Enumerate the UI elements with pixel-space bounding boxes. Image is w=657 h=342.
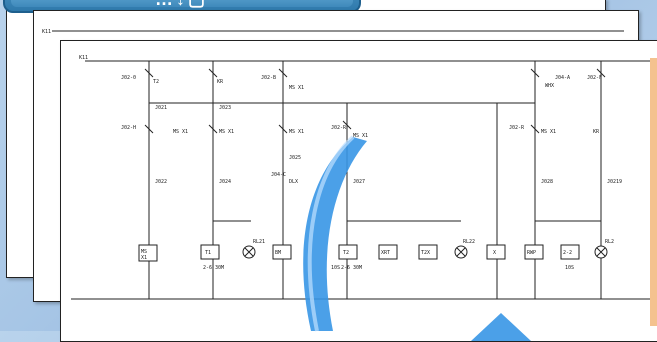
schematic-sheet-front[interactable]: K11 J02-0 T2 KR J02-B MS X1 J04-A WHX J0… [60,40,657,342]
svg-text:MS X1: MS X1 [289,129,304,135]
svg-text:2-2: 2-2 [563,250,572,256]
svg-text:J02-0: J02-0 [121,75,136,81]
svg-text:J023: J023 [219,105,231,111]
header-label: K11 [42,29,51,35]
svg-text:X: X [493,250,496,256]
component-row: MS X1 T1 2-6 30M RL21 BM 10S T2 2-6 30M … [138,239,614,271]
svg-text:BM: BM [275,250,281,256]
svg-text:J02-B: J02-B [261,75,276,81]
svg-text:T2: T2 [343,250,349,256]
svg-text:J02-F: J02-F [587,75,602,81]
svg-text:RL22: RL22 [463,239,475,245]
svg-text:J02-R: J02-R [509,125,525,131]
svg-text:2-6 30M: 2-6 30M [341,265,362,271]
svg-text:RL2: RL2 [605,239,614,245]
svg-text:2-6 30M: 2-6 30M [203,265,224,271]
svg-text:J0219: J0219 [607,179,622,185]
svg-text:T2X: T2X [421,250,430,256]
svg-text:10S: 10S [565,265,574,271]
rail-label: K11 [79,55,88,61]
svg-text:DLX: DLX [289,179,298,185]
ladder-diagram: K11 J02-0 T2 KR J02-B MS X1 J04-A WHX J0… [71,55,655,341]
svg-text:MS X1: MS X1 [173,129,188,135]
svg-text:10S: 10S [331,265,340,271]
svg-text:XRT: XRT [381,250,390,256]
accent-strip [650,58,657,326]
svg-text:J025: J025 [289,155,301,161]
title-fragment: …↓▢ [155,0,208,10]
svg-text:T1: T1 [205,250,211,256]
svg-text:MS: MS [141,249,147,255]
svg-text:MS X1: MS X1 [541,129,556,135]
svg-text:X1: X1 [141,255,147,261]
svg-text:J028: J028 [541,179,553,185]
svg-text:J021: J021 [155,105,167,111]
svg-text:RWP: RWP [527,250,536,256]
svg-text:J024: J024 [219,179,231,185]
svg-text:J04-C: J04-C [271,172,286,178]
svg-text:RL21: RL21 [253,239,265,245]
svg-text:WHX: WHX [545,83,554,89]
svg-text:KR: KR [217,79,224,85]
svg-text:MS X1: MS X1 [289,85,304,91]
svg-text:J04-A: J04-A [555,75,570,81]
svg-text:MS X1: MS X1 [219,129,234,135]
rungs [148,61,602,299]
svg-text:MS X1: MS X1 [353,133,368,139]
svg-text:J02-R: J02-R [331,125,347,131]
svg-text:J022: J022 [155,179,167,185]
svg-text:KR: KR [593,129,600,135]
svg-text:J027: J027 [353,179,365,185]
svg-text:J02-H: J02-H [121,125,136,131]
svg-text:T2: T2 [153,79,159,85]
